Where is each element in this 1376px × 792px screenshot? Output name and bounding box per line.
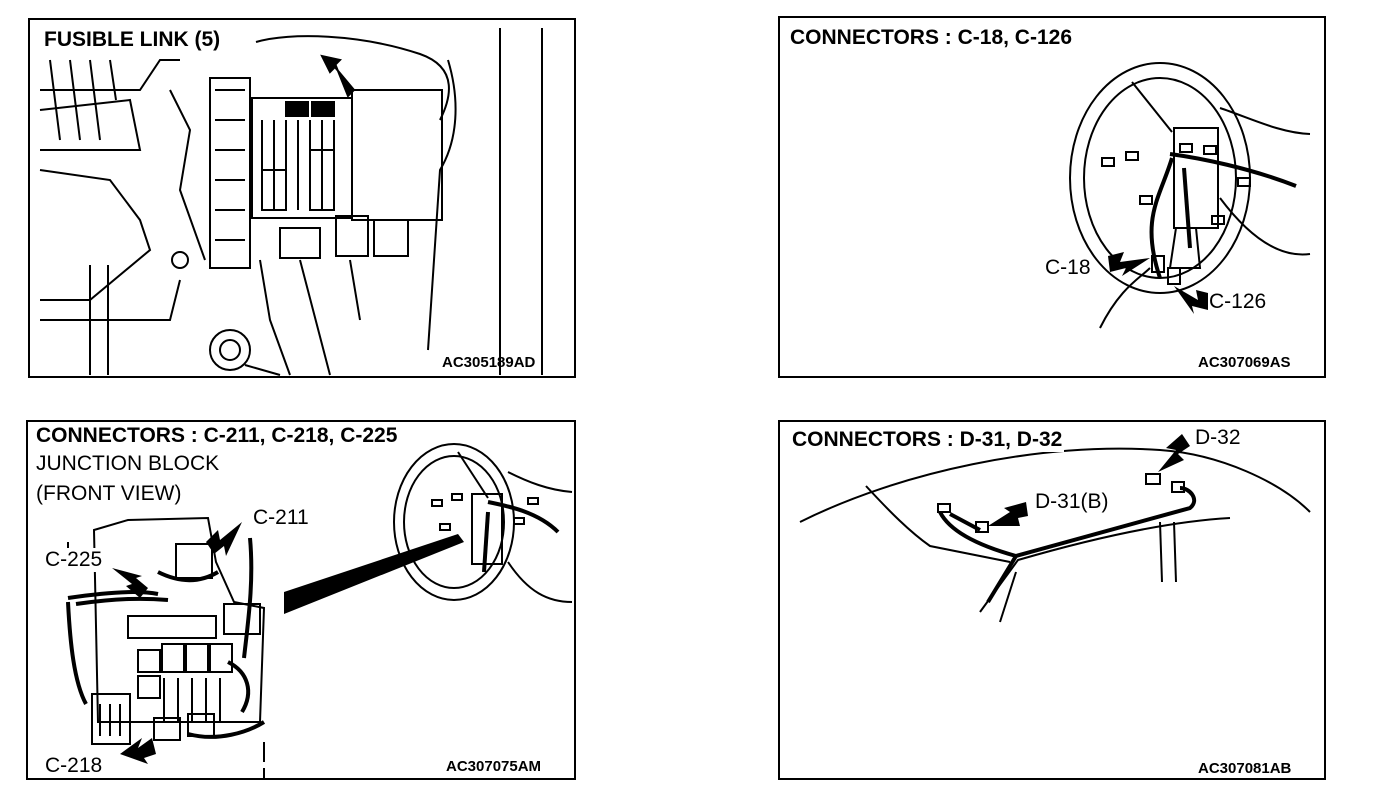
c225-arrow [112, 568, 148, 598]
jb-code: AC307075AM [446, 758, 542, 775]
c18-label: C-18 [1044, 256, 1092, 280]
d31-illustration [799, 434, 1311, 623]
junction-block-panel: CONNECTORS : C-211, C-218, C-225 JUNCTIO… [26, 420, 576, 780]
fusible-link-arrow [320, 54, 356, 98]
c18-code: AC307069AS [1198, 354, 1291, 371]
c211-label: C-211 [252, 506, 310, 530]
d31-label: D-31(B) [1034, 490, 1110, 514]
jb-title: CONNECTORS : C-211, C-218, C-225 [34, 424, 400, 448]
jb-subtitle-1: JUNCTION BLOCK [36, 452, 220, 475]
jb-pointer-wedge [284, 534, 464, 614]
c126-arrow [1174, 286, 1212, 314]
fusible-link-illustration [39, 28, 543, 376]
d31-code: AC307081AB [1198, 760, 1292, 777]
d32-label: D-32 [1194, 426, 1242, 450]
c225-label: C-225 [44, 548, 104, 572]
jb-subtitle-2: (FRONT VIEW) [36, 482, 182, 505]
d31-arrow [988, 502, 1028, 526]
connectors-c18-panel: CONNECTORS : C-18, C-126 C-18 C-126 AC30… [778, 16, 1326, 378]
d32-arrow [1158, 434, 1190, 472]
c126-label: C-126 [1208, 290, 1268, 314]
c218-label: C-218 [44, 754, 104, 778]
fusible-link-panel: FUSIBLE LINK (5) AC305189AD [28, 18, 576, 378]
junction-block-illustration [66, 443, 573, 778]
c18-arrow [1108, 252, 1150, 276]
fusible-link-code: AC305189AD [442, 354, 536, 371]
c18-title: CONNECTORS : C-18, C-126 [788, 26, 1075, 50]
fusible-link-title: FUSIBLE LINK (5) [42, 28, 223, 52]
connectors-d31-panel: CONNECTORS : D-31, D-32 D-32 D-31(B) AC3… [778, 420, 1326, 780]
d31-title: CONNECTORS : D-31, D-32 [790, 428, 1065, 452]
c211-arrow [206, 522, 242, 556]
c218-arrow [120, 738, 156, 764]
c18-illustration [1069, 62, 1311, 329]
